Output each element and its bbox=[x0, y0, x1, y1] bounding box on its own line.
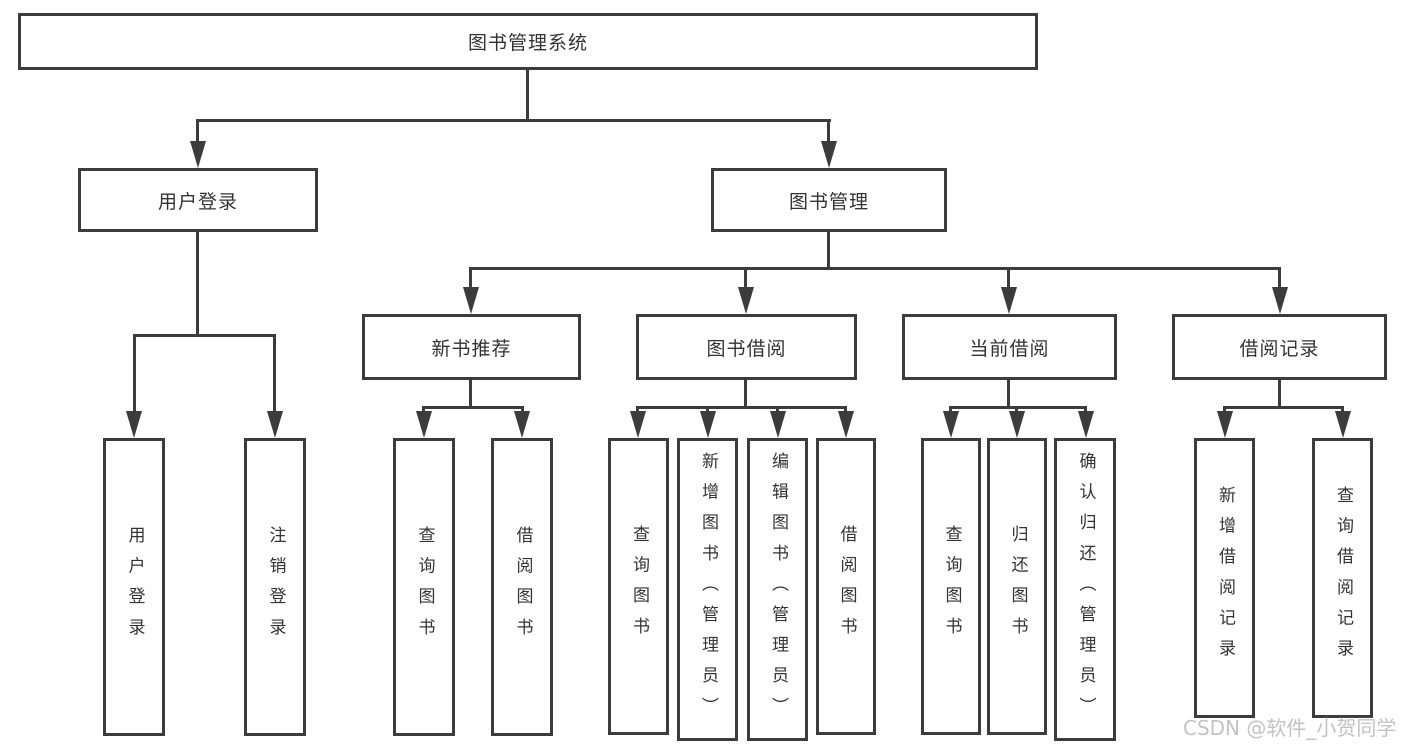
connector-line bbox=[526, 70, 529, 121]
node-new-book-recommend: 新书推荐 bbox=[362, 314, 581, 380]
leaf-query-borrow-record: 查询借阅记录 bbox=[1312, 438, 1373, 718]
arrowhead-down-icon bbox=[267, 411, 283, 438]
connector-line bbox=[1278, 268, 1281, 290]
node-book-borrowing: 图书借阅 bbox=[636, 314, 857, 380]
connector-line bbox=[949, 406, 1087, 409]
connector-line bbox=[1007, 380, 1010, 408]
arrowhead-down-icon bbox=[838, 411, 854, 438]
leaf-user-login: 用户登录 bbox=[103, 438, 165, 736]
connector-line bbox=[827, 120, 830, 145]
arrowhead-down-icon bbox=[463, 287, 479, 314]
leaf-confirm-return-admin: 确认归还（管理员） bbox=[1054, 438, 1116, 741]
connector-line bbox=[744, 268, 747, 290]
arrowhead-down-icon bbox=[514, 411, 530, 438]
connector-line bbox=[744, 380, 747, 408]
connector-line bbox=[273, 335, 276, 415]
arrowhead-down-icon bbox=[190, 141, 206, 168]
csdn-watermark: CSDN @软件_小贺同学 bbox=[1183, 716, 1397, 740]
arrowhead-down-icon bbox=[1335, 411, 1351, 438]
connector-line bbox=[422, 406, 524, 409]
connector-line bbox=[469, 267, 1281, 270]
leaf-borrow-books: 借阅图书 bbox=[816, 438, 876, 735]
arrowhead-down-icon bbox=[1217, 411, 1233, 438]
arrowhead-down-icon bbox=[700, 411, 716, 438]
leaf-borrow-books-recommend: 借阅图书 bbox=[491, 438, 553, 736]
leaf-edit-books-admin: 编辑图书（管理员） bbox=[747, 438, 808, 741]
leaf-add-books-admin: 新增图书（管理员） bbox=[677, 438, 738, 741]
node-current-borrowing: 当前借阅 bbox=[902, 314, 1117, 380]
connector-line bbox=[133, 334, 276, 337]
arrowhead-down-icon bbox=[1001, 287, 1017, 314]
arrowhead-down-icon bbox=[1272, 287, 1288, 314]
leaf-add-borrow-record: 新增借阅记录 bbox=[1194, 438, 1255, 718]
arrowhead-down-icon bbox=[630, 411, 646, 438]
arrowhead-down-icon bbox=[738, 287, 754, 314]
arrowhead-down-icon bbox=[126, 411, 142, 438]
node-borrowing-records: 借阅记录 bbox=[1172, 314, 1387, 380]
connector-line bbox=[196, 120, 199, 145]
arrowhead-down-icon bbox=[943, 411, 959, 438]
connector-line bbox=[469, 268, 472, 290]
connector-line bbox=[133, 335, 136, 415]
arrowhead-down-icon bbox=[1078, 411, 1094, 438]
leaf-query-books-current: 查询图书 bbox=[921, 438, 981, 735]
arrowhead-down-icon bbox=[416, 411, 432, 438]
leaf-logout: 注销登录 bbox=[244, 438, 306, 736]
connector-line bbox=[1007, 268, 1010, 290]
node-user-login: 用户登录 bbox=[78, 168, 318, 232]
connector-line bbox=[469, 380, 472, 408]
connector-line bbox=[196, 119, 831, 122]
connector-line bbox=[636, 406, 847, 409]
node-book-management: 图书管理 bbox=[711, 168, 947, 232]
arrowhead-down-icon bbox=[1009, 411, 1025, 438]
connector-line bbox=[196, 232, 199, 336]
arrowhead-down-icon bbox=[821, 141, 837, 168]
leaf-query-books-borrow: 查询图书 bbox=[608, 438, 669, 735]
leaf-return-books: 归还图书 bbox=[987, 438, 1047, 735]
node-root: 图书管理系统 bbox=[18, 13, 1038, 70]
connector-line bbox=[827, 232, 830, 269]
connector-line bbox=[1223, 406, 1344, 409]
connector-line bbox=[1278, 380, 1281, 408]
leaf-query-books-recommend: 查询图书 bbox=[393, 438, 455, 736]
arrowhead-down-icon bbox=[770, 411, 786, 438]
